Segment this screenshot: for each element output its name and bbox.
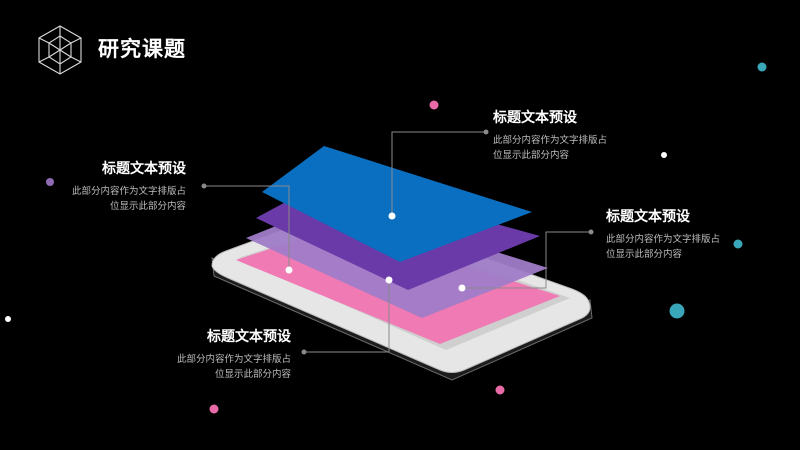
dot-pink-3 <box>209 404 219 414</box>
callout-right: 标题文本预设 此部分内容作为文字排版占 位显示此部分内容 <box>606 206 720 262</box>
callout-top-right: 标题文本预设 此部分内容作为文字排版占 位显示此部分内容 <box>493 107 607 163</box>
connector-line-4 <box>306 280 390 353</box>
callout-title: 标题文本预设 <box>493 110 577 126</box>
callout-title: 标题文本预设 <box>606 209 690 225</box>
callout-desc-line2: 位显示此部分内容 <box>109 201 186 212</box>
dot-white-2 <box>5 316 11 322</box>
connector-dot-4b <box>301 349 307 355</box>
callout-desc-line1: 此部分内容作为文字排版占 <box>71 186 186 197</box>
callout-desc-line1: 此部分内容作为文字排版占 <box>176 354 291 365</box>
callout-desc-line2: 位显示此部分内容 <box>214 369 291 380</box>
connector-dot-1b <box>483 129 489 135</box>
connector-line-3 <box>462 231 590 289</box>
connector-dot-3a <box>458 284 466 292</box>
callout-title: 标题文本预设 <box>207 329 291 345</box>
callout-left: 标题文本预设 此部分内容作为文字排版占 位显示此部分内容 <box>60 158 186 214</box>
callout-desc-line1: 此部分内容作为文字排版占 <box>606 234 721 245</box>
dot-purple-1 <box>46 178 54 186</box>
dot-white-1 <box>661 152 667 158</box>
connector-dot-2a <box>285 266 293 274</box>
dot-teal-2 <box>733 239 743 249</box>
layer-blue <box>262 146 532 262</box>
connector-dot-4a <box>385 276 393 284</box>
connector-dot-3b <box>588 229 594 235</box>
callout-desc-line1: 此部分内容作为文字排版占 <box>493 135 608 146</box>
connector-line-1 <box>391 131 484 216</box>
callout-desc-line2: 位显示此部分内容 <box>606 249 683 260</box>
page-title: 研究课题 <box>98 37 186 61</box>
connector-dot-1a <box>388 212 396 220</box>
callout-bottom: 标题文本预设 此部分内容作为文字排版占 位显示此部分内容 <box>165 326 291 382</box>
dot-pink-1 <box>429 100 439 110</box>
callout-desc-line2: 位显示此部分内容 <box>493 150 570 161</box>
callout-title: 标题文本预设 <box>102 161 186 177</box>
connector-line-2 <box>206 185 290 270</box>
dot-teal-1 <box>757 62 767 72</box>
dot-pink-2 <box>495 385 505 395</box>
dot-teal-3 <box>669 303 685 319</box>
connector-dot-2b <box>201 183 207 189</box>
geometric-polyhedron-icon <box>38 25 82 75</box>
